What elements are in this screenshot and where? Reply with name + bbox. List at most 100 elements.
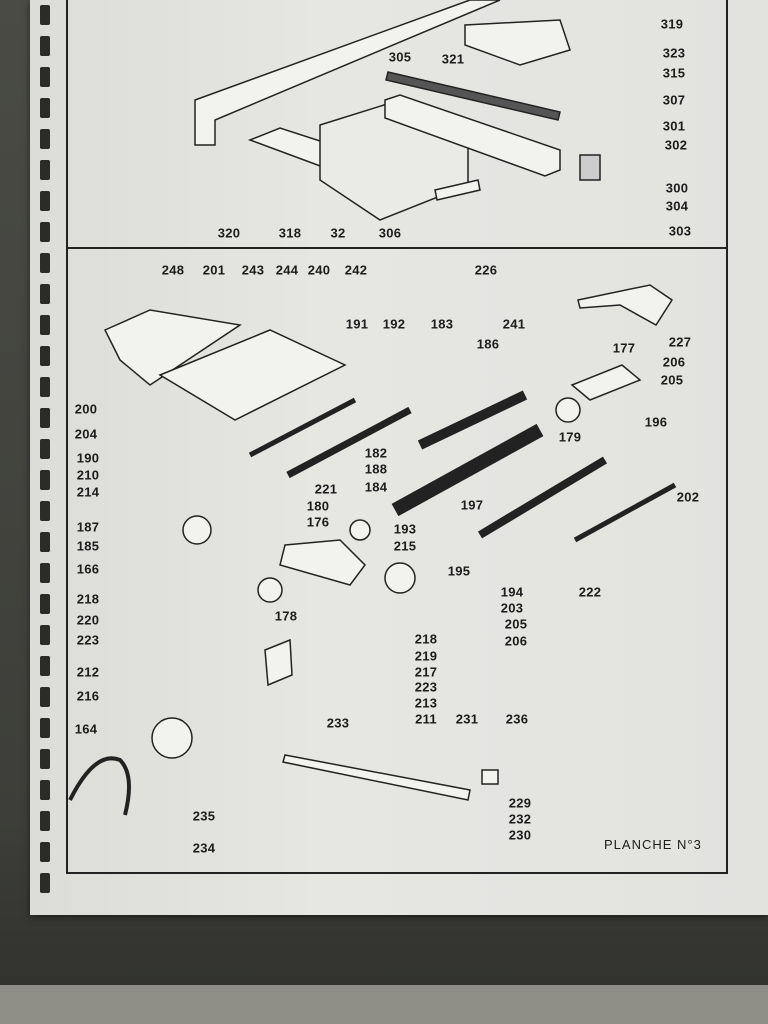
binding-hole [40, 36, 50, 56]
part-number-label: 191 [345, 316, 369, 332]
binding-hole [40, 532, 50, 552]
part-number-label: 240 [307, 262, 331, 278]
part-number-label: 304 [665, 198, 689, 214]
part-number-label: 205 [504, 616, 528, 632]
part-number-label: 186 [476, 336, 500, 352]
fence-rail-assembly [194, 0, 601, 221]
part-number-label: 180 [306, 498, 330, 514]
part-number-label: 210 [76, 467, 100, 483]
binding-hole [40, 377, 50, 397]
part-number-label: 192 [382, 316, 406, 332]
part-number-label: 178 [274, 608, 298, 624]
binding-hole [40, 470, 50, 490]
part-number-label: 305 [388, 49, 412, 65]
binding-hole [40, 842, 50, 862]
binding-hole [40, 625, 50, 645]
part-number-label: 241 [502, 316, 526, 332]
part-number-label: 206 [504, 633, 528, 649]
binding-hole [40, 222, 50, 242]
part-number-label: 223 [76, 632, 100, 648]
part-number-label: 206 [662, 354, 686, 370]
binding-hole [40, 253, 50, 273]
part-number-label: 190 [76, 450, 100, 466]
binding-hole [40, 67, 50, 87]
part-number-label: 177 [612, 340, 636, 356]
part-number-label: 193 [393, 521, 417, 537]
part-number-label: 200 [74, 401, 98, 417]
binding-hole [40, 284, 50, 304]
part-number-label: 194 [500, 584, 524, 600]
part-number-label: 321 [441, 51, 465, 67]
part-number-label: 217 [414, 664, 438, 680]
part-number-label: 183 [430, 316, 454, 332]
part-number-label: 242 [344, 262, 368, 278]
part-number-label: 236 [505, 711, 529, 727]
binding-hole [40, 129, 50, 149]
table-and-feed-assembly [68, 284, 677, 816]
part-number-label: 211 [415, 711, 437, 727]
part-number-label: 197 [460, 497, 484, 513]
part-number-label: 232 [508, 811, 532, 827]
part-number-label: 176 [306, 514, 330, 530]
binding-hole [40, 687, 50, 707]
part-number-label: 218 [414, 631, 438, 647]
part-number-label: 187 [76, 519, 100, 535]
binding-hole [40, 780, 50, 800]
part-number-label: 179 [558, 429, 582, 445]
part-number-label: 244 [275, 262, 299, 278]
part-number-label: 32 [330, 225, 346, 241]
part-number-label: 205 [660, 372, 684, 388]
binding-hole [40, 718, 50, 738]
part-number-label: 307 [662, 92, 686, 108]
part-number-label: 216 [76, 688, 100, 704]
part-number-label: 233 [326, 715, 350, 731]
part-number-label: 202 [676, 489, 700, 505]
part-number-label: 195 [447, 563, 471, 579]
part-number-label: 203 [500, 600, 524, 616]
part-number-label: 212 [76, 664, 100, 680]
binding-hole [40, 439, 50, 459]
binding-hole [40, 594, 50, 614]
part-number-label: 185 [76, 538, 100, 554]
part-number-label: 229 [508, 795, 532, 811]
part-number-label: 222 [578, 584, 602, 600]
part-number-label: 188 [364, 461, 388, 477]
binding-hole [40, 811, 50, 831]
binding-hole [40, 98, 50, 118]
binding-hole [40, 5, 50, 25]
part-number-label: 303 [668, 223, 692, 239]
part-number-label: 164 [74, 721, 98, 737]
binding-hole [40, 315, 50, 335]
part-number-label: 227 [668, 334, 692, 350]
part-number-label: 300 [665, 180, 689, 196]
part-number-label: 302 [664, 137, 688, 153]
sheet-title: PLANCHE N°3 [604, 837, 702, 852]
binding-hole [40, 501, 50, 521]
diagram-frame [66, 0, 728, 874]
floor [0, 985, 768, 1024]
part-number-label: 166 [76, 561, 100, 577]
binding-hole [40, 563, 50, 583]
binding-hole [40, 408, 50, 428]
binding-hole [40, 160, 50, 180]
binding-hole [40, 656, 50, 676]
part-number-label: 235 [192, 808, 216, 824]
part-number-label: 219 [414, 648, 438, 664]
part-number-label: 223 [414, 679, 438, 695]
part-number-label: 248 [161, 262, 185, 278]
part-number-label: 215 [393, 538, 417, 554]
part-number-label: 323 [662, 45, 686, 61]
part-number-label: 320 [217, 225, 241, 241]
part-number-label: 301 [662, 118, 686, 134]
part-number-label: 231 [455, 711, 479, 727]
part-number-label: 243 [241, 262, 265, 278]
part-number-label: 214 [76, 484, 100, 500]
part-number-label: 201 [202, 262, 226, 278]
part-number-label: 204 [74, 426, 98, 442]
binding-hole [40, 749, 50, 769]
part-number-label: 306 [378, 225, 402, 241]
binding-hole [40, 873, 50, 893]
binding-hole [40, 191, 50, 211]
part-number-label: 213 [414, 695, 438, 711]
